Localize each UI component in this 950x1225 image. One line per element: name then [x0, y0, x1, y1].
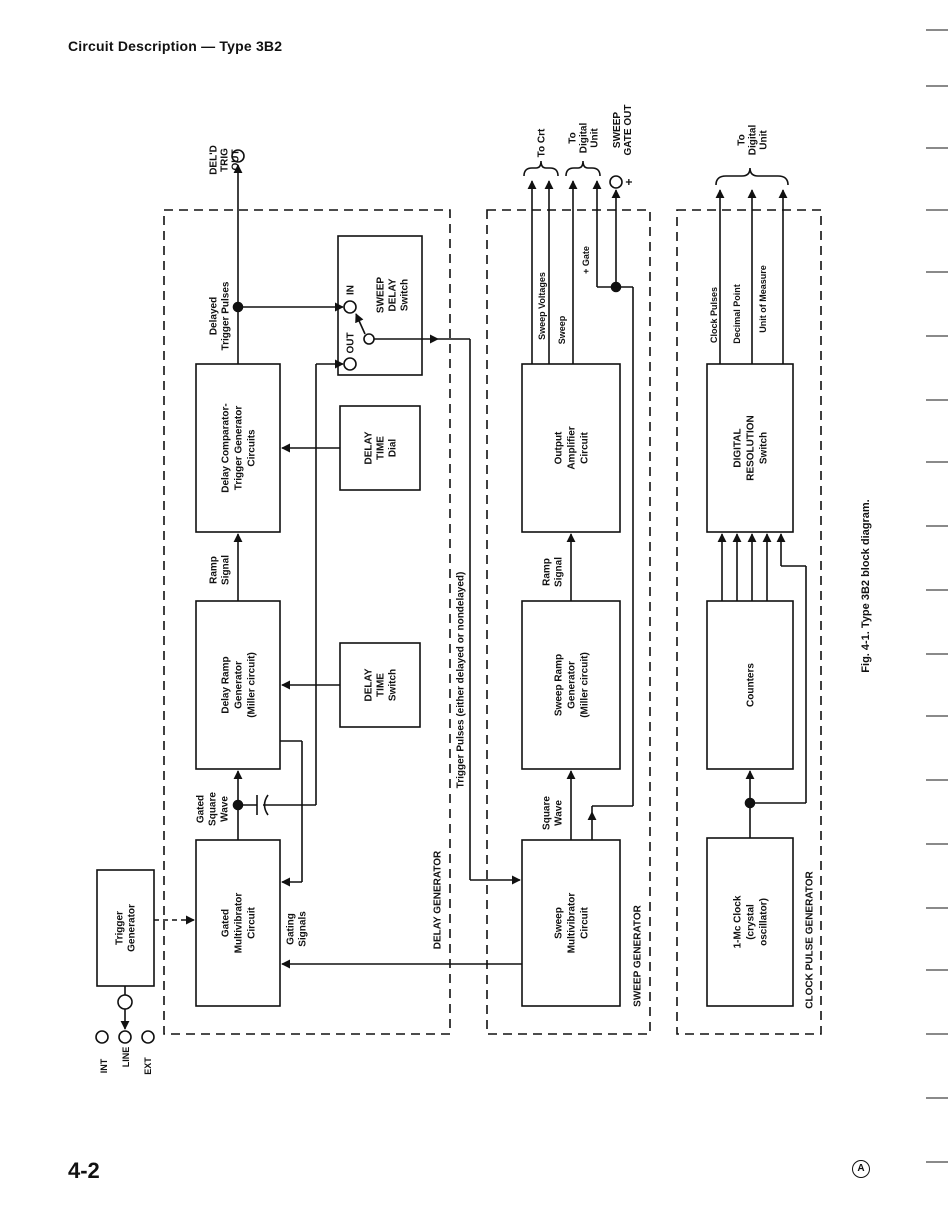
- clock-pulse-generator-title: CLOCK PULSE GENERATOR: [805, 871, 816, 1009]
- sweep-voltages-label: Sweep Voltages: [537, 272, 547, 340]
- selector-pivot: [117, 994, 133, 1010]
- plus-label: +: [622, 178, 636, 185]
- to-digital-unit-2-label: ToDigitalUnit: [737, 125, 770, 156]
- ramp-signal-sweep-label: RampSignal: [542, 557, 565, 587]
- gating-signals-label: GatingSignals: [286, 911, 309, 947]
- square-wave-label: SquareWave: [542, 796, 565, 830]
- int-terminal: [95, 1030, 109, 1044]
- delayed-trigger-pulses-label: DelayedTrigger Pulses: [209, 281, 232, 350]
- line-label: LINE: [121, 1047, 131, 1068]
- ramp-signal-delay-label: RampSignal: [209, 555, 232, 585]
- sweep-generator-title: SWEEP GENERATOR: [633, 904, 644, 1006]
- sweep-generator-section: [486, 209, 651, 1035]
- switch-in-label: IN: [346, 285, 357, 295]
- switch-out-contact: [343, 357, 357, 371]
- delay-generator-title: DELAY GENERATOR: [433, 850, 444, 949]
- digital-resolution-block: [706, 363, 794, 533]
- switch-in-contact: [343, 300, 357, 314]
- publisher-mark: A: [852, 1160, 870, 1178]
- trigger-generator-label: TriggerGenerator: [115, 904, 138, 952]
- int-label: INT: [99, 1058, 109, 1073]
- page-number: 4-2: [68, 1158, 100, 1183]
- switch-out-label: OUT: [346, 332, 357, 353]
- output-amplifier-block: [521, 363, 621, 533]
- ext-terminal: [141, 1030, 155, 1044]
- delay-time-switch-label: DELAYTIMESwitch: [364, 668, 399, 701]
- clock-pulse-generator-section: [676, 209, 822, 1035]
- to-digital-unit-1-label: ToDigitalUnit: [568, 123, 601, 154]
- gate-label: + Gate: [581, 246, 591, 274]
- ext-label: EXT: [143, 1057, 153, 1075]
- unit-of-measure-label: Unit of Measure: [758, 265, 768, 333]
- dels-trig-out-label: DEL'DTRIGOUT: [209, 145, 242, 175]
- sweep-label: Sweep: [557, 315, 567, 344]
- sweep-delay-switch-label: SWEEPDELAYSwitch: [376, 277, 411, 313]
- counters-label: Counters: [746, 663, 757, 707]
- switch-pivot: [363, 333, 375, 345]
- margin-ticks: [926, 29, 948, 1163]
- trigger-generator-block: [96, 869, 155, 987]
- delay-generator-section: [163, 209, 451, 1035]
- counters-block: [706, 600, 794, 770]
- page-header: Circuit Description — Type 3B2: [68, 38, 283, 54]
- clock-pulses-label: Clock Pulses: [709, 287, 719, 343]
- line-terminal: [118, 1030, 132, 1044]
- trigger-pulses-label: Trigger Pulses (either delayed or nondel…: [456, 572, 467, 789]
- decimal-point-label: Decimal Point: [732, 284, 742, 344]
- sweep-gate-out-label: SWEEPGATE OUT: [612, 105, 634, 156]
- gated-square-wave-label: GatedSquareWave: [196, 792, 231, 826]
- to-crt-label: To Crt: [537, 128, 548, 157]
- figure-caption: Fig. 4-1. Type 3B2 block diagram.: [860, 499, 872, 673]
- delay-time-dial-label: DELAYTIMEDial: [364, 431, 399, 464]
